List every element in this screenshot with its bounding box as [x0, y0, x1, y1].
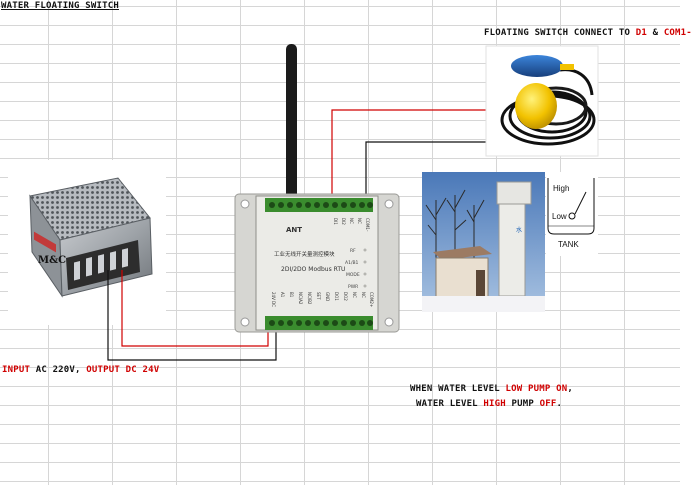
- caption-com1: COM1-: [663, 28, 692, 38]
- water-tower-image: 水: [422, 172, 545, 312]
- power-caption: INPUT AC 220V, OUTPUT DC 24V: [2, 365, 159, 375]
- terminal-nc-bottom-2: NC: [361, 292, 366, 298]
- terminal-nc-top-1: NC: [349, 218, 354, 224]
- power-supply-brand: M&C: [38, 255, 66, 266]
- module-name: ANT: [286, 226, 302, 234]
- float-switch-image: [485, 45, 599, 157]
- terminal-nca2: NC/A2: [298, 292, 303, 305]
- terminal-a1: A1: [280, 292, 285, 298]
- caption-prefix: FLOATING SWITCH CONNECT TO: [484, 28, 636, 38]
- led-pwr-label: PWR: [348, 284, 358, 290]
- power-black-wire: [107, 270, 277, 361]
- terminal-com1: COM1-: [365, 218, 370, 232]
- module-model: 2DI/2DO Modbus RTU: [281, 266, 345, 273]
- page-title: WATER FLOATING SWITCH: [1, 1, 119, 11]
- terminal-set: SET: [316, 292, 321, 300]
- tank-label: TANK: [558, 240, 579, 249]
- terminal-gnd: GND: [325, 292, 330, 301]
- led-rf-label: RF: [350, 248, 356, 254]
- terminal-do1: DO1: [334, 292, 339, 301]
- svg-text:水: 水: [516, 226, 522, 234]
- terminal-nc-top-2: NC: [357, 218, 362, 224]
- caption-ac: AC 220V,: [30, 365, 87, 375]
- terminal-ncb2: NC/B2: [307, 292, 312, 305]
- terminal-com2: COM2+: [369, 292, 374, 307]
- note1-c: ,: [567, 384, 573, 394]
- terminal-nc-bottom-1: NC: [352, 292, 357, 298]
- led-mode-label: MODE: [346, 272, 360, 278]
- note-line-high: WATER LEVEL HIGH PUMP OFF.: [416, 399, 562, 409]
- note2-high: HIGH: [483, 399, 506, 409]
- tank-low-label: Low: [552, 212, 567, 221]
- power-supply-image: M&C: [8, 160, 166, 325]
- terminal-b1: B1: [289, 292, 294, 298]
- module-chinese-title: 工业无线开关量测控模块: [274, 250, 335, 258]
- terminal-di1: DI1: [333, 218, 338, 225]
- caption-output: OUTPUT DC 24V: [86, 365, 160, 375]
- note1-pump: PUMP ON: [528, 384, 568, 394]
- note2-c: .: [556, 399, 563, 409]
- terminal-di2: DI2: [341, 218, 346, 225]
- terminal-do2: DO2: [343, 292, 348, 301]
- note2-off: OFF: [539, 399, 557, 409]
- note2-b: PUMP: [505, 399, 540, 409]
- yellow-weight-icon: [515, 83, 557, 129]
- wireless-io-module: ANT 工业无线开关量测控模块 2DI/2DO Modbus RTU RF A1…: [234, 44, 400, 333]
- float-black-wire: [365, 141, 486, 200]
- floating-switch-caption: FLOATING SWITCH CONNECT TO D1 & COM1-: [484, 28, 692, 38]
- caption-amp: &: [646, 28, 664, 38]
- caption-d1: D1: [635, 28, 647, 38]
- caption-input: INPUT: [2, 365, 31, 375]
- antenna-icon: [286, 44, 297, 202]
- led-a1b1-label: A1/B1: [345, 260, 359, 266]
- float-red-wire: [331, 109, 486, 200]
- terminal-24vdc: 24V DC: [271, 292, 276, 307]
- note-line-low: WHEN WATER LEVEL LOW PUMP ON,: [410, 384, 573, 394]
- tank-high-label: High: [553, 184, 569, 193]
- note2-a: WATER LEVEL: [416, 399, 484, 409]
- note1-a: WHEN WATER LEVEL: [410, 384, 506, 394]
- tank-level-diagram: High Low TANK: [546, 172, 598, 256]
- note1-low: LOW: [505, 384, 523, 394]
- blue-float-icon: [511, 55, 563, 77]
- power-red-wire: [121, 270, 269, 347]
